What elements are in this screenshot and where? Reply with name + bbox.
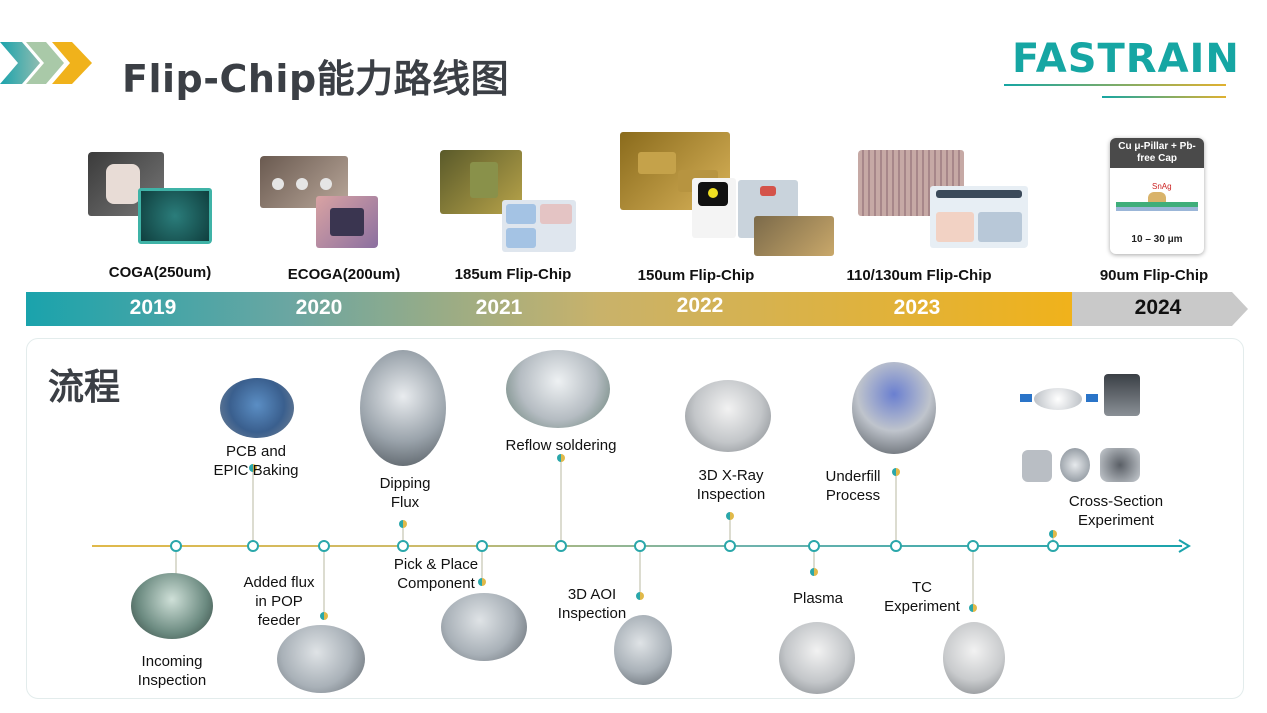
connector <box>252 468 254 540</box>
process-node <box>397 540 409 552</box>
connector-cap <box>320 612 328 620</box>
step-tc-experiment: TC Experiment <box>884 579 960 615</box>
flipchip-185um-image <box>440 150 576 252</box>
snag-label: SnAg <box>1152 182 1172 191</box>
connector <box>639 552 641 596</box>
aoi-machine-photo <box>614 615 672 685</box>
flipchip-110-130um-image <box>858 150 1028 248</box>
process-node <box>555 540 567 552</box>
process-node <box>1047 540 1059 552</box>
process-node <box>247 540 259 552</box>
cross-section-equipment-image <box>1020 368 1144 488</box>
process-title: 流程 <box>48 367 121 408</box>
step-cross-section: Cross-Section Experiment <box>1068 493 1164 529</box>
timeline-band <box>26 292 1072 326</box>
year-2023: 2023 <box>893 296 941 319</box>
step-plasma: Plasma <box>792 590 844 607</box>
connector <box>895 472 897 540</box>
cu-pillar-card: Cu μ-Pillar + Pb-free Cap SnAg 10 – 30 μ… <box>1110 138 1204 254</box>
pick-place-photo <box>441 593 527 661</box>
product-label-110-130um: 110/130um Flip-Chip <box>846 267 992 284</box>
connector <box>323 552 325 616</box>
connector-cap <box>726 512 734 520</box>
connector-cap <box>557 454 565 462</box>
xray-machine-photo <box>685 380 771 452</box>
connector-cap <box>249 464 257 472</box>
pop-feeder-photo <box>277 625 365 693</box>
process-node <box>318 540 330 552</box>
logo-underline <box>1004 84 1226 86</box>
process-node <box>808 540 820 552</box>
connector <box>560 458 562 540</box>
cu-pillar-title: Cu μ-Pillar + Pb-free Cap <box>1110 138 1204 168</box>
connector-cap <box>1049 530 1057 538</box>
step-incoming-inspection: Incoming Inspection <box>137 653 207 689</box>
process-node <box>890 540 902 552</box>
connector <box>813 552 815 572</box>
pcb-baking-photo <box>220 378 294 438</box>
product-label-185um: 185um Flip-Chip <box>454 266 572 283</box>
step-3d-aoi: 3D AOI Inspection <box>557 586 627 622</box>
step-reflow-soldering: Reflow soldering <box>505 437 617 454</box>
year-2021: 2021 <box>475 296 523 319</box>
connector-cap <box>636 592 644 600</box>
header-chevron-icon <box>0 42 92 84</box>
connector <box>972 552 974 608</box>
page-title: Flip-Chip能力路线图 <box>122 57 510 101</box>
step-underfill: Underfill Process <box>825 468 881 504</box>
underfill-machine-photo <box>852 362 936 454</box>
reflow-oven-photo <box>506 350 610 428</box>
product-label-150um: 150um Flip-Chip <box>637 267 755 284</box>
year-2019: 2019 <box>129 296 177 319</box>
logo-underline-short <box>1102 96 1226 98</box>
timeline-arrow-2024 <box>1072 292 1248 326</box>
plasma-machine-photo <box>779 622 855 694</box>
product-label-coga: COGA(250um) <box>108 264 212 281</box>
product-label-90um: 90um Flip-Chip <box>1099 267 1209 284</box>
incoming-inspection-photo <box>131 573 213 639</box>
process-node <box>170 540 182 552</box>
step-pick-place: Pick & Place Component <box>393 556 479 592</box>
year-2020: 2020 <box>295 296 343 319</box>
flipchip-150um-image <box>620 130 834 258</box>
tc-chamber-photo <box>943 622 1005 694</box>
dipping-flux-photo <box>360 350 446 466</box>
step-3d-xray: 3D X-Ray Inspection <box>696 467 766 503</box>
process-node <box>724 540 736 552</box>
process-node <box>967 540 979 552</box>
connector <box>481 552 483 582</box>
process-node <box>476 540 488 552</box>
connector-cap <box>399 520 407 528</box>
connector-cap <box>969 604 977 612</box>
process-node <box>634 540 646 552</box>
connector-cap <box>810 568 818 576</box>
year-2022: 2022 <box>676 294 724 317</box>
step-pcb-epic-baking: PCB and EPIC Baking <box>213 443 299 479</box>
product-label-ecoga: ECOGA(200um) <box>287 266 401 283</box>
ecoga-chip-image <box>260 156 378 248</box>
coga-chip-image <box>88 152 212 244</box>
connector-cap <box>478 578 486 586</box>
step-added-flux-pop: Added flux in POP feeder <box>243 574 315 629</box>
axis-arrow-icon <box>1178 539 1191 553</box>
connector-cap <box>892 468 900 476</box>
year-2024: 2024 <box>1134 296 1182 319</box>
connector <box>729 516 731 540</box>
step-dipping-flux: Dipping Flux <box>379 475 431 511</box>
connector <box>402 524 404 540</box>
connector <box>175 552 177 578</box>
pillar-dimension: 10 – 30 μm <box>1131 234 1183 245</box>
company-logo: FASTRAIN <box>1012 36 1240 82</box>
